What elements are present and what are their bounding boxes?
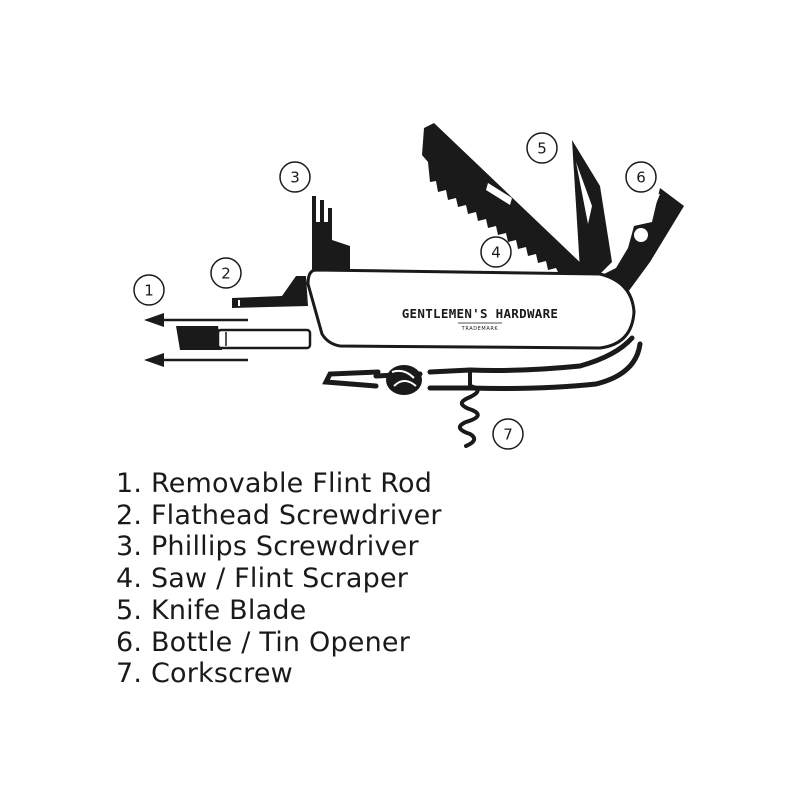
parts-legend: 1. Removable Flint Rod 2. Flathead Screw… bbox=[116, 468, 442, 690]
callout-3-label: 3 bbox=[290, 169, 300, 187]
corkscrew bbox=[458, 368, 480, 448]
callout-5-label: 5 bbox=[537, 140, 547, 158]
callout-3: 3 bbox=[279, 161, 311, 193]
callout-4: 4 bbox=[480, 236, 512, 268]
legend-item-flathead-screwdriver: 2. Flathead Screwdriver bbox=[116, 499, 442, 531]
callout-4-label: 4 bbox=[491, 244, 501, 262]
removal-arrows bbox=[144, 313, 248, 367]
legend-item-phillips-screwdriver: 3. Phillips Screwdriver bbox=[116, 531, 419, 563]
legend-item-bottle-opener: 6. Bottle / Tin Opener bbox=[116, 626, 411, 658]
callout-1-label: 1 bbox=[144, 282, 154, 300]
legend-item-saw: 4. Saw / Flint Scraper bbox=[116, 563, 409, 595]
callout-7: 7 bbox=[492, 418, 524, 450]
lanyard-knot bbox=[386, 365, 422, 395]
brand-text: GENTLEMEN'S HARDWARE bbox=[402, 306, 559, 321]
callout-2: 2 bbox=[210, 257, 242, 289]
callout-7-label: 7 bbox=[503, 426, 513, 444]
bottle-opener bbox=[596, 188, 684, 292]
callout-5: 5 bbox=[526, 132, 558, 164]
legend-item-knife-blade: 5. Knife Blade bbox=[116, 594, 307, 626]
saw-blade bbox=[422, 123, 586, 282]
callout-6: 6 bbox=[625, 161, 657, 193]
callout-1: 1 bbox=[133, 274, 165, 306]
trademark-text: TRADEMARK bbox=[461, 326, 499, 332]
legend-item-flint-rod: 1. Removable Flint Rod bbox=[116, 468, 433, 499]
flint-rod bbox=[176, 326, 312, 350]
callout-6-label: 6 bbox=[636, 169, 646, 187]
knife-blade bbox=[572, 140, 612, 282]
legend-item-corkscrew: 7. Corkscrew bbox=[116, 658, 293, 690]
phillips-screwdriver bbox=[312, 196, 350, 274]
flathead-screwdriver bbox=[232, 276, 308, 308]
callout-2-label: 2 bbox=[221, 265, 231, 283]
knife-body: GENTLEMEN'S HARDWARE TRADEMARK bbox=[306, 268, 636, 350]
